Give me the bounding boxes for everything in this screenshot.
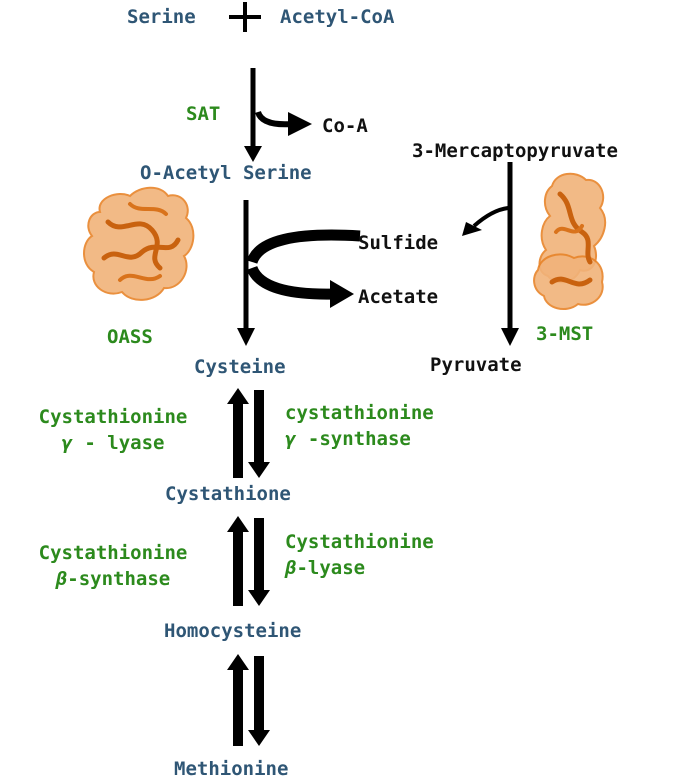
product-acetate: Acetate: [358, 286, 439, 308]
enzyme-name-line: Cystathionine: [38, 406, 188, 428]
compound-methionine: Methionine: [174, 758, 289, 780]
arrow-mercaptopyruvate-to-pyruvate: [462, 162, 519, 346]
protein-structure-icon: [533, 172, 607, 311]
enzyme-type-text: -lyase: [296, 557, 366, 579]
enzyme-type-text: - lyase: [72, 432, 165, 454]
arrow-serine-to-oas: [244, 68, 312, 162]
product-co-a: Co-A: [322, 115, 368, 137]
arrow-oas-to-cysteine: [237, 200, 361, 346]
enzyme-type-line: β-lyase: [285, 557, 434, 579]
enzyme-cystathionine-beta-synthase: Cystathionine β-synthase: [2, 542, 224, 590]
enzyme-type-line: β-synthase: [2, 568, 224, 590]
reversible-arrow-homocysteine-methionine: [227, 654, 270, 746]
product-mercaptopyruvate: 3-Mercaptopyruvate: [412, 140, 618, 162]
compound-cystathione: Cystathione: [165, 483, 291, 505]
compound-homocysteine: Homocysteine: [164, 620, 302, 642]
enzyme-type-text: -synthase: [67, 568, 171, 590]
compound-o-acetyl-serine: O-Acetyl Serine: [140, 162, 312, 184]
enzyme-type-line: γ -synthase: [285, 428, 434, 450]
compound-cysteine: Cysteine: [194, 356, 286, 378]
enzyme-sat: SAT: [186, 103, 221, 125]
enzyme-type-line: γ - lyase: [2, 432, 224, 454]
gamma-symbol: γ: [61, 432, 73, 454]
enzyme-type-text: -synthase: [296, 428, 411, 450]
gamma-symbol: γ: [285, 428, 297, 450]
enzyme-3-mst: 3-MST: [536, 323, 594, 345]
beta-symbol: β: [285, 557, 297, 579]
enzyme-name-line: Cystathionine: [38, 542, 188, 564]
reversible-arrow-cystathione-homocysteine: [227, 516, 270, 606]
compound-serine: Serine: [127, 6, 196, 28]
enzyme-cystathionine-gamma-synthase: cystathionine γ -synthase: [285, 402, 434, 450]
beta-symbol: β: [55, 568, 68, 590]
enzyme-cystathionine-gamma-lyase: Cystathionine γ - lyase: [2, 406, 224, 454]
plus-icon: [229, 2, 261, 32]
product-sulfide: Sulfide: [358, 232, 439, 254]
compound-acetyl-coa: Acetyl-CoA: [280, 6, 395, 28]
product-pyruvate: Pyruvate: [430, 354, 522, 376]
enzyme-name-line: Cystathionine: [285, 531, 434, 553]
protein-structure-icon: [83, 186, 195, 301]
enzyme-cystathionine-beta-lyase: Cystathionine β-lyase: [285, 531, 434, 579]
enzyme-oass: OASS: [107, 326, 153, 348]
enzyme-name-line: cystathionine: [285, 402, 434, 424]
reversible-arrow-cysteine-cystathione: [227, 388, 270, 478]
